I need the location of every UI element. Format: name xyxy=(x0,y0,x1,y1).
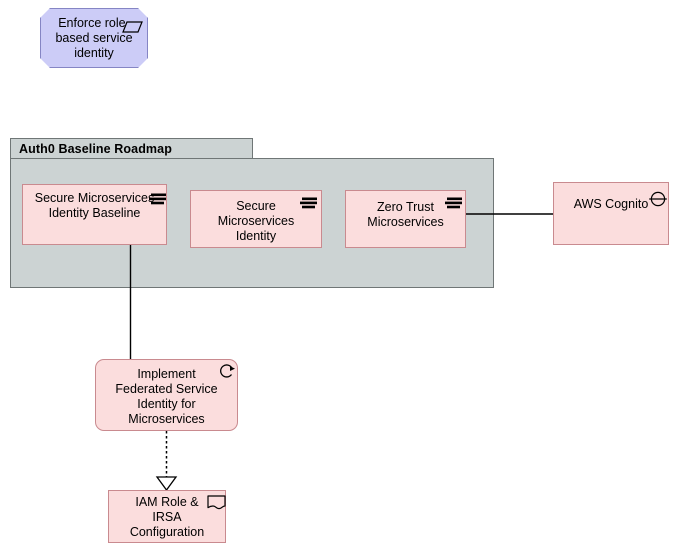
deliverable-label: IAM Role & IRSA Configuration xyxy=(129,495,205,539)
deliverable-iam-role-irsa-configuration[interactable]: IAM Role & IRSA Configuration xyxy=(108,490,226,543)
group-title-tab: Auth0 Baseline Roadmap xyxy=(10,138,253,159)
principle-label: Enforce role- based service identity xyxy=(55,15,133,60)
capability-zero-trust-microservices[interactable]: Zero Trust Microservices xyxy=(345,190,466,248)
capability-secure-microservices-identity[interactable]: Secure Microservices Identity xyxy=(190,190,322,248)
application-service-aws-cognito[interactable]: AWS Cognito xyxy=(553,182,669,245)
work-package-implement-federated-service-identity[interactable]: Implement Federated Service Identity for… xyxy=(95,359,238,431)
capability-secure-microservices-identity-baseline[interactable]: Secure Microservices Identity Baseline xyxy=(22,184,167,245)
realization-arrowhead xyxy=(155,476,178,492)
principle-shape: Enforce role- based service identity xyxy=(40,8,148,68)
group-title: Auth0 Baseline Roadmap xyxy=(19,142,172,156)
capability-label: Zero Trust Microservices xyxy=(367,200,444,229)
principle-enforce-role-based-service-identity[interactable]: Enforce role- based service identity xyxy=(40,8,148,68)
capability-label: Secure Microservices Identity Baseline xyxy=(34,190,155,220)
work-package-label: Implement Federated Service Identity for… xyxy=(115,367,218,426)
capability-label: Secure Microservices Identity xyxy=(217,198,295,243)
service-label: AWS Cognito xyxy=(573,197,649,211)
